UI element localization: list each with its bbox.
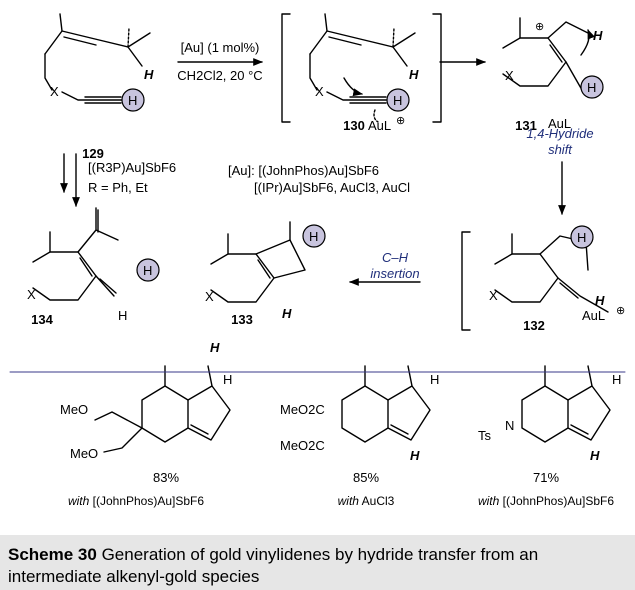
catalyst-label: with AuCl3 [338, 494, 395, 508]
condition-text: CH2Cl2, 20 °C [177, 68, 262, 83]
condition-text: C–H [382, 250, 409, 265]
substituent-label: Ts [478, 428, 492, 443]
bracket-130-left [281, 13, 291, 123]
example-3-structure [521, 365, 611, 443]
atom-label: H [612, 372, 621, 387]
structure-131 [502, 17, 595, 91]
atom-label: H [587, 80, 596, 95]
catalyst-label: with [(JohnPhos)Au]SbF6 [478, 494, 614, 508]
compound-number-130: 130 [343, 118, 365, 133]
atom-label: H [409, 67, 419, 82]
catalyst-label: with [(JohnPhos)Au]SbF6 [68, 494, 204, 508]
compound-number-129: 129 [82, 146, 104, 161]
atom-label: AuL [548, 116, 571, 131]
atom-label: ⊕ [396, 115, 405, 127]
substituent-label: MeO2C [280, 438, 325, 453]
atom-label: H [118, 308, 127, 323]
condition-text: [Au]: [(JohnPhos)Au]SbF6 [228, 163, 379, 178]
atom-label: AuL [582, 308, 605, 323]
condition-text: [Au] (1 mol%) [181, 40, 260, 55]
structure-129 [44, 13, 151, 104]
atom-label: X [489, 288, 498, 303]
condition-text: [(R3P)Au]SbF6 [88, 160, 176, 175]
compound-number-132: 132 [523, 318, 545, 333]
substituent-label: MeO [70, 446, 98, 461]
atom-label: H [309, 229, 318, 244]
atom-label: AuL [368, 118, 391, 133]
atom-label: X [505, 68, 514, 83]
atom-label: H [410, 448, 420, 463]
atom-label: ⊕ [616, 305, 625, 317]
example-2-structure [341, 365, 431, 443]
condition-text: [(IPr)Au]SbF6, AuCl3, AuCl [254, 180, 410, 195]
atom-label: H [590, 448, 600, 463]
structure-134 [32, 207, 119, 301]
structure-130 [309, 13, 416, 123]
yield-label: 83% [153, 470, 179, 485]
compound-number-134: 134 [31, 312, 53, 327]
condition-text: shift [548, 142, 573, 157]
atom-label: H [282, 306, 292, 321]
substituent-label: N [505, 418, 514, 433]
atom-label: H [595, 293, 605, 308]
structure-132 [494, 233, 609, 313]
atom-label: ⊕ [535, 21, 544, 33]
atom-label: H [143, 263, 152, 278]
atom-label: H [144, 67, 154, 82]
example-1-structure [94, 365, 231, 453]
atom-label: H [393, 93, 402, 108]
reaction-scheme: H H H H H H H H H H H H H H H H H H X X … [9, 13, 626, 508]
structure-133 [210, 221, 306, 303]
substituent-label: MeO [60, 402, 88, 417]
atom-label: H [128, 93, 137, 108]
yield-label: 85% [353, 470, 379, 485]
atom-label: X [315, 84, 324, 99]
atom-label: H [210, 340, 220, 355]
atom-label: H [223, 372, 232, 387]
caption-label: Scheme 30 [8, 545, 97, 564]
atom-label: H [430, 372, 439, 387]
yield-label: 71% [533, 470, 559, 485]
substituent-label: MeO2C [280, 402, 325, 417]
condition-text: insertion [370, 266, 419, 281]
compound-number-131: 131 [515, 118, 537, 133]
condition-text: 1,4-Hydride [526, 126, 593, 141]
caption-text: Generation of gold vinylidenes by hydrid… [8, 545, 539, 586]
figure-caption: Scheme 30 Generation of gold vinylidenes… [0, 535, 635, 590]
atom-label: X [50, 84, 59, 99]
bracket-132-left [461, 231, 471, 331]
atom-label: X [205, 289, 214, 304]
atom-label: X [27, 287, 36, 302]
compound-number-133: 133 [231, 312, 253, 327]
atom-label: H [593, 28, 603, 43]
condition-text: R = Ph, Et [88, 180, 148, 195]
atom-label: H [577, 230, 586, 245]
bracket-130-right [432, 13, 442, 123]
